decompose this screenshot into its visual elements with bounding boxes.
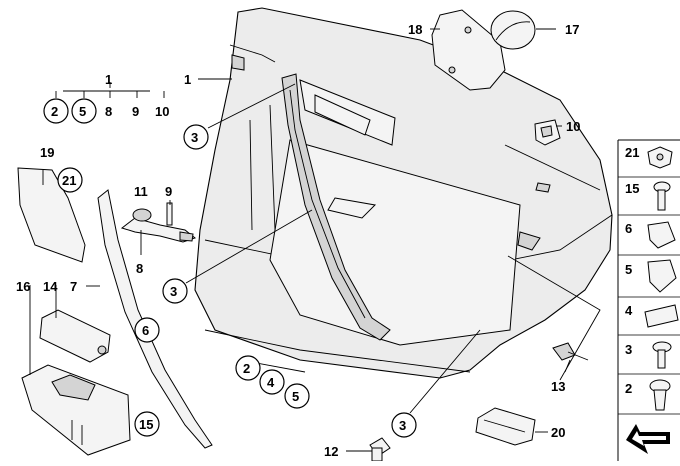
callout-2-low: 2 bbox=[243, 361, 250, 376]
legend-item-21: 21 bbox=[625, 145, 639, 160]
rosette-clip-icon bbox=[647, 146, 673, 169]
callout-2-top: 2 bbox=[51, 104, 58, 119]
callout-circle bbox=[391, 412, 417, 438]
trim-strip-7 bbox=[97, 189, 213, 449]
cover-cap bbox=[490, 10, 536, 50]
callout-1-panel: 1 bbox=[184, 72, 191, 87]
pull-handle-strap bbox=[281, 73, 391, 341]
callout-11: 11 bbox=[134, 184, 148, 199]
screw-icon bbox=[653, 181, 671, 211]
callout-circle bbox=[134, 411, 160, 437]
callout-14: 14 bbox=[43, 279, 58, 294]
callout-5-top: 5 bbox=[79, 104, 86, 119]
callout-15: 15 bbox=[139, 417, 153, 432]
callout-16: 16 bbox=[16, 279, 30, 294]
callout-circle bbox=[43, 98, 69, 124]
fastener-legend: 21 15 6 5 4 3 2 bbox=[617, 139, 680, 461]
callout-circle bbox=[134, 317, 160, 343]
legend-item-5: 5 bbox=[625, 262, 632, 277]
foam-strip-icon bbox=[644, 304, 679, 328]
callout-3-bottom: 3 bbox=[399, 418, 406, 433]
callout-circle bbox=[57, 167, 83, 193]
switch-bezel-14 bbox=[39, 309, 111, 363]
push-clip-icon bbox=[649, 379, 671, 411]
callout-7: 7 bbox=[70, 279, 77, 294]
housing-16 bbox=[21, 364, 131, 456]
callout-circle bbox=[71, 98, 97, 124]
callout-4-low: 4 bbox=[267, 375, 275, 390]
callout-circle bbox=[235, 355, 261, 381]
legend-item-15: 15 bbox=[625, 181, 639, 196]
callout-circle bbox=[284, 383, 310, 409]
callout-3-upper: 3 bbox=[191, 130, 198, 145]
callout-20: 20 bbox=[551, 425, 565, 440]
callout-8-top: 8 bbox=[105, 104, 112, 119]
callout-circle bbox=[259, 369, 285, 395]
callout-circle bbox=[162, 278, 188, 304]
callout-17: 17 bbox=[565, 22, 579, 37]
cap-11 bbox=[132, 208, 152, 222]
callout-9-top: 9 bbox=[132, 104, 139, 119]
corner-trim-19 bbox=[17, 167, 86, 263]
inner-handle bbox=[120, 217, 197, 243]
callout-19: 19 bbox=[40, 145, 54, 160]
callout-circle bbox=[183, 124, 209, 150]
callout-10-clip: 10 bbox=[566, 119, 580, 134]
callout-8-handle: 8 bbox=[136, 261, 143, 276]
clip-10 bbox=[534, 119, 561, 146]
pin-9 bbox=[166, 202, 173, 226]
callout-5-low: 5 bbox=[292, 389, 299, 404]
courtesy-light-20 bbox=[475, 407, 536, 446]
callout-13: 13 bbox=[551, 379, 565, 394]
expanding-clip-icon bbox=[647, 259, 677, 293]
callouts: 1 2 5 8 9 10 1 3 3 3 18 17 10 19 21 11 9… bbox=[16, 22, 580, 459]
clip-13 bbox=[552, 342, 589, 361]
callout-1-top: 1 bbox=[105, 72, 112, 87]
screw-12 bbox=[369, 437, 391, 462]
sound-insulation bbox=[431, 9, 506, 91]
callout-10-top: 10 bbox=[155, 104, 169, 119]
callout-18: 18 bbox=[408, 22, 422, 37]
legend-item-6: 6 bbox=[625, 221, 632, 236]
legend-item-3: 3 bbox=[625, 342, 632, 357]
legend-item-2: 2 bbox=[625, 381, 632, 396]
callout-21-trim: 21 bbox=[62, 173, 76, 188]
bolt-icon bbox=[652, 341, 672, 369]
legend-item-4: 4 bbox=[625, 303, 633, 318]
callout-9-pin: 9 bbox=[165, 184, 172, 199]
callout-3-mid: 3 bbox=[170, 284, 177, 299]
spring-clip-icon bbox=[647, 221, 676, 249]
callout-12: 12 bbox=[324, 444, 338, 459]
arrow-icon bbox=[626, 424, 670, 454]
door-trim-panel bbox=[194, 7, 613, 379]
callout-6: 6 bbox=[142, 323, 149, 338]
